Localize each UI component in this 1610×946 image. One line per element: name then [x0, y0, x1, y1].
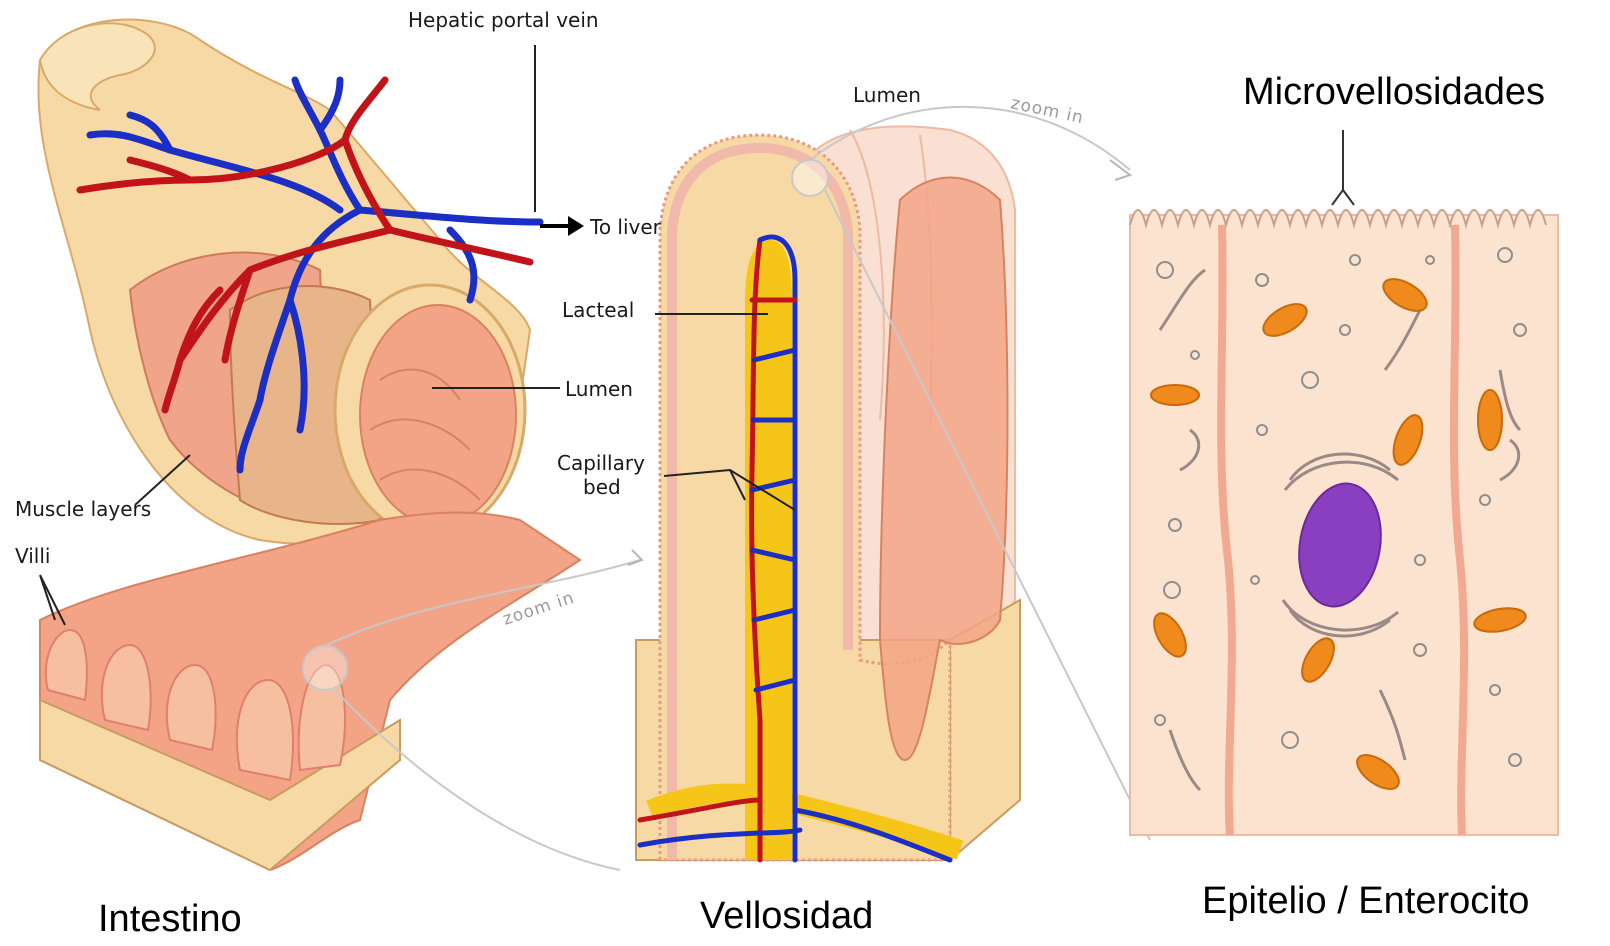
label-capillary-bed-line1: Capillary	[557, 451, 645, 475]
epithelium-illustration	[1130, 130, 1558, 835]
label-villi: Villi	[15, 544, 50, 568]
caption-intestino: Intestino	[98, 898, 242, 941]
label-lumen-intestine: Lumen	[565, 377, 633, 401]
label-microvellosidades: Microvellosidades	[1243, 71, 1545, 113]
label-hepatic-portal-vein: Hepatic portal vein	[408, 8, 599, 32]
label-muscle-layers: Muscle layers	[15, 497, 151, 521]
label-lacteal: Lacteal	[562, 298, 634, 322]
label-capillary-bed-line2: bed	[583, 475, 621, 499]
intestine-cut-lumen	[360, 305, 516, 525]
label-to-liver: To liver	[589, 215, 662, 239]
zoom-circle-villus	[303, 646, 347, 690]
caption-vellosidad: Vellosidad	[700, 895, 873, 938]
to-liver-arrow	[540, 216, 584, 236]
label-zoom-in-top: zoom in	[1009, 93, 1086, 128]
villus-illustration	[636, 126, 1020, 860]
microvilli-pointer	[1332, 130, 1354, 205]
intestine-illustration	[38, 20, 580, 870]
caption-epitelio: Epitelio / Enterocito	[1202, 880, 1529, 923]
zoom-circle-enterocyte	[792, 160, 828, 196]
label-lumen-top: Lumen	[853, 83, 921, 107]
